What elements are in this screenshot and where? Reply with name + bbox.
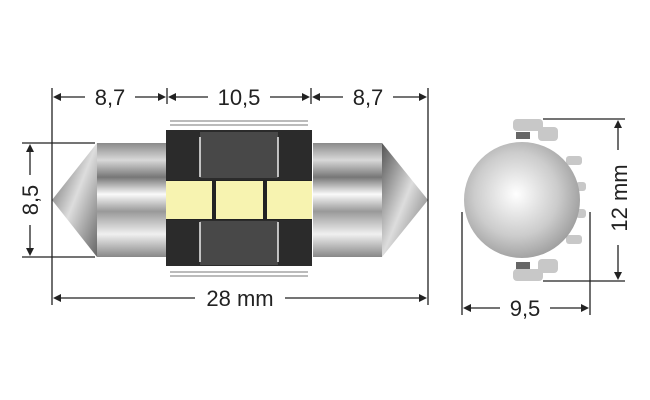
led-chip-bottom	[200, 221, 278, 265]
dim-center-label: 10,5	[218, 85, 261, 110]
bulb-side-view	[52, 120, 428, 277]
contact-tabs	[513, 119, 586, 281]
dim-diameter-label: 8,5	[18, 185, 43, 216]
bulb-end-view	[464, 119, 586, 281]
dim-total-length-label: 28 mm	[206, 286, 273, 311]
led-cell-right	[267, 181, 312, 219]
dim-width-label: 9,5	[510, 296, 541, 321]
led-cell-center	[216, 181, 263, 219]
left-cap-body	[97, 143, 166, 257]
end-dimensions: 12 mm 9,5	[461, 118, 632, 321]
led-cell-left	[166, 181, 212, 219]
left-cap-tip	[52, 143, 97, 257]
dim-left-cap-label: 8,7	[95, 85, 126, 110]
end-cap-disc	[464, 142, 580, 258]
heatsink-fins	[170, 120, 308, 277]
dim-height-label: 12 mm	[607, 164, 632, 231]
right-cap-body	[313, 143, 382, 257]
side-dimensions: 8,7 10,5 8,7 8,5 28 mm	[18, 85, 429, 311]
right-cap-tip	[382, 143, 428, 257]
chip-edges	[199, 137, 279, 262]
dim-right-cap-label: 8,7	[353, 85, 384, 110]
led-chip-top	[200, 132, 278, 178]
